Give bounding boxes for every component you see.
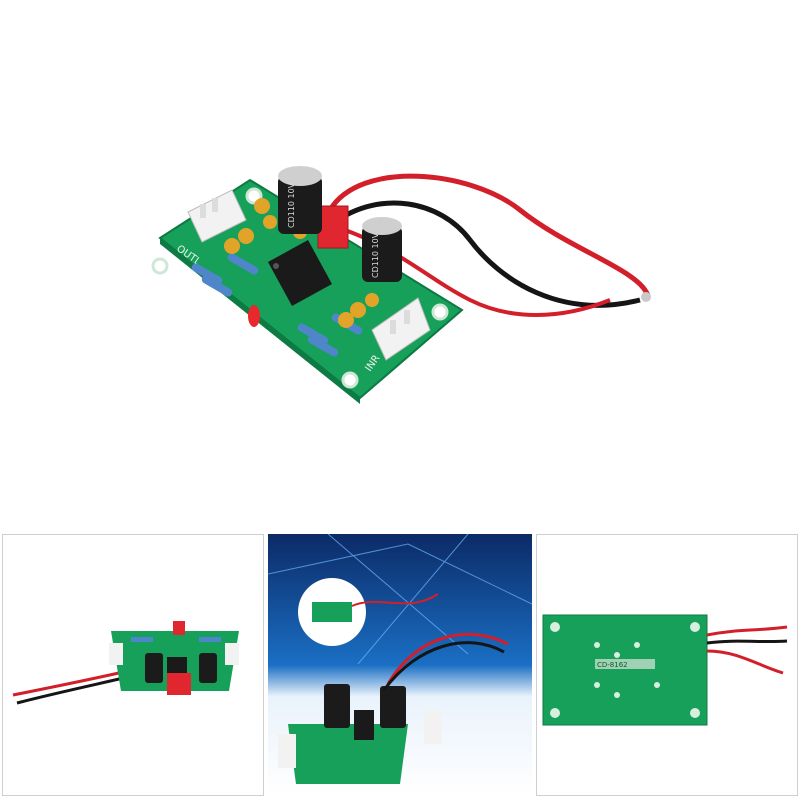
output-connector	[187, 189, 247, 243]
electrolytic-capacitor-right: CD110 10V	[362, 217, 402, 282]
cap-marking-left: CD110 10V	[287, 182, 296, 228]
ic-chip	[268, 240, 332, 306]
pcb-board-illustration: OUTL INR CD	[151, 166, 651, 404]
red-led	[248, 305, 260, 327]
thumbnail-strip: CD-8162	[0, 530, 800, 800]
mounting-holes	[151, 187, 449, 389]
back-marking-label: CD-8162	[597, 661, 628, 669]
thumbnail-front-view[interactable]	[2, 534, 264, 796]
red-terminal-block	[317, 205, 349, 249]
main-product-image: OUTL INR CD	[151, 166, 651, 404]
thumbnail-front-image	[12, 621, 239, 705]
thumbnail-network-image	[268, 534, 532, 796]
red-wire	[327, 173, 651, 298]
black-wire	[333, 200, 641, 308]
thumbnail-back-view[interactable]: CD-8162	[536, 534, 798, 796]
electrolytic-capacitor-left: CD110 10V	[278, 166, 322, 234]
thumbnail-blue-network[interactable]	[268, 534, 532, 796]
input-connector	[371, 297, 431, 361]
cap-marking-right: CD110 10V	[371, 232, 380, 278]
thumbnail-back-image: CD-8162	[542, 614, 788, 726]
